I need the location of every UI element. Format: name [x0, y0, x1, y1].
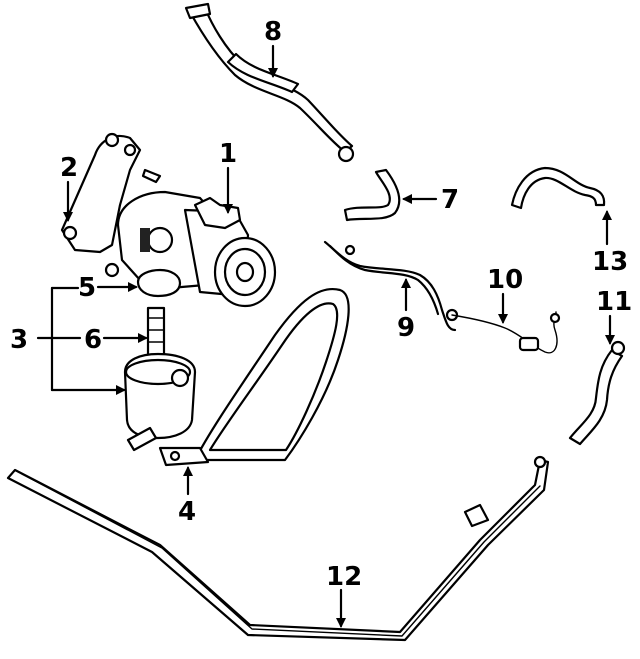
- callout-13: 13: [592, 210, 628, 277]
- callout-label-5: 5: [78, 273, 96, 303]
- callout-2: 2: [60, 153, 78, 222]
- power-steering-pump-part-1: [104, 190, 277, 308]
- callout-label-4: 4: [178, 497, 196, 527]
- drive-belt: [193, 288, 350, 462]
- callout-8: 8: [264, 17, 282, 78]
- callout-9: 9: [397, 278, 415, 343]
- callout-label-11: 11: [596, 287, 632, 317]
- callout-label-13: 13: [592, 247, 628, 277]
- callout-label-1: 1: [219, 139, 237, 169]
- mounting-bracket-part-2: [60, 132, 162, 254]
- cooler-tube-part-9: [323, 240, 459, 332]
- pump-bracket-part-4: [158, 446, 210, 467]
- callout-11: 11: [596, 287, 632, 345]
- reservoir-part-3: [123, 352, 197, 452]
- reservoir-hose-part-13: [510, 166, 606, 210]
- callout-5: 5: [78, 273, 138, 303]
- return-line-part-12: [6, 455, 550, 642]
- callout-label-10: 10: [487, 265, 523, 295]
- callout-7: 7: [402, 185, 459, 215]
- pressure-hose-part-8: [184, 2, 355, 163]
- callout-label-2: 2: [60, 153, 78, 183]
- callout-label-9: 9: [397, 313, 415, 343]
- callout-12: 12: [326, 562, 362, 628]
- callout-4: 4: [178, 466, 196, 527]
- callout-3: 3: [10, 286, 126, 395]
- reservoir-cap-part-5: [136, 268, 182, 298]
- sensor-harness-part-10: [451, 311, 561, 354]
- callout-label-6: 6: [84, 325, 102, 355]
- callout-label-3: 3: [10, 325, 28, 355]
- filter-part-6: [146, 306, 166, 358]
- return-hose-part-11: [568, 340, 626, 446]
- callout-10: 10: [487, 265, 523, 324]
- callout-label-8: 8: [264, 17, 282, 47]
- callout-label-7: 7: [441, 185, 459, 215]
- callout-1: 1: [219, 139, 237, 214]
- callout-6: 6: [84, 325, 148, 355]
- callout-label-12: 12: [326, 562, 362, 592]
- return-hose-part-7: [343, 168, 401, 222]
